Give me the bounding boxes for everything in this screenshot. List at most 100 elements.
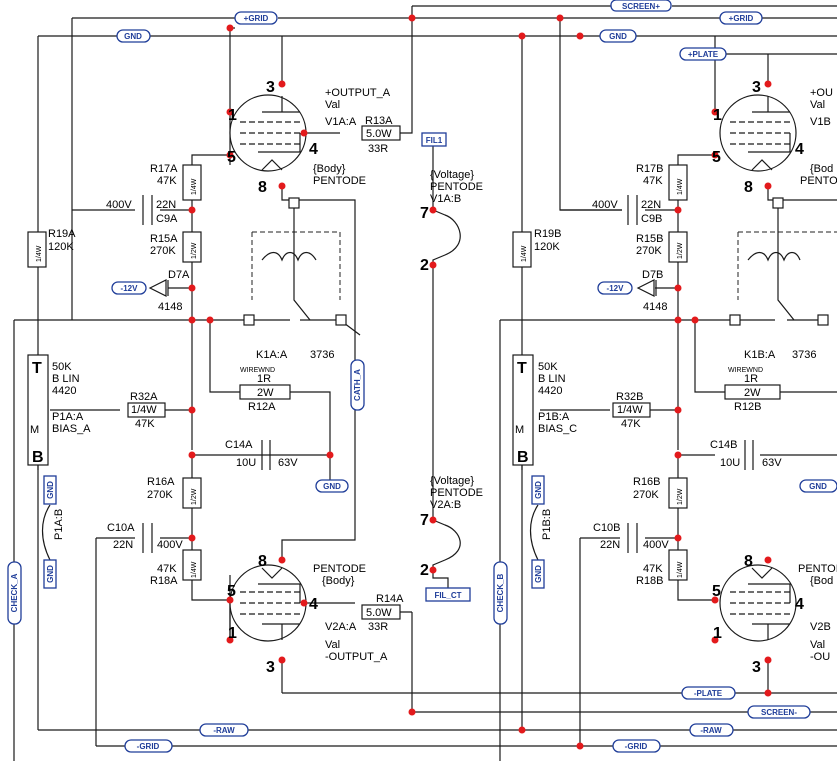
net-label: +OU — [810, 87, 833, 99]
heater-labels: {Voltage} PENTODE V1A:B 7 2 {Voltage} PE… — [420, 169, 483, 579]
pin-2: 2 — [420, 562, 429, 579]
r18-ref: R18A — [150, 575, 178, 587]
ref-label: V2A:B — [430, 499, 461, 511]
flag-text: GND — [534, 565, 543, 583]
k1-value: 3736 — [310, 349, 334, 361]
p1-taper: B LIN — [538, 373, 566, 385]
r12-body: 2W — [744, 387, 761, 399]
voltage-label: {Voltage} — [430, 475, 474, 487]
r19-ref: R19B — [534, 228, 562, 240]
p1-taper: B LIN — [52, 373, 80, 385]
c10-ref: C10B — [593, 522, 621, 534]
body-label: {Bod — [810, 163, 833, 175]
jumper-ref: P1A:B — [53, 509, 65, 540]
flag-text: -RAW — [700, 726, 722, 735]
d7-value: 4148 — [643, 301, 667, 313]
body-label: {Body} — [313, 163, 346, 175]
heater-wiring — [432, 145, 461, 590]
r15-value: 270K — [150, 245, 176, 257]
net-label: -OUTPUT_A — [325, 651, 388, 663]
flag-minus-raw-a: -RAW — [199, 723, 249, 737]
p1-net: BIAS_A — [52, 423, 91, 435]
r14-value: 33R — [368, 621, 388, 633]
flag-text: -12V — [121, 284, 139, 293]
d7-ref: D7A — [168, 269, 190, 281]
voltage-label: {Voltage} — [430, 169, 474, 181]
r17-body: 1/4W — [677, 178, 684, 195]
flag-text: FIL_CT — [434, 591, 461, 600]
flag-text: FIL1 — [426, 136, 443, 145]
c9-value: 22N — [641, 199, 661, 211]
d7-ref: D7B — [642, 269, 663, 281]
pin-heater: 8 — [744, 553, 753, 570]
flag-text: CATH_A — [353, 369, 362, 401]
pin-7: 7 — [420, 205, 429, 222]
flag-minus-grid-a: -GRID — [124, 739, 173, 753]
pin-grid2: 5 — [227, 149, 236, 166]
r15-ref: R15A — [150, 233, 178, 245]
r14-body: 5.0W — [366, 607, 392, 619]
pin-grid2: 5 — [712, 149, 721, 166]
pin-cathode: 4 — [309, 596, 318, 613]
r17-ref: R17A — [150, 163, 178, 175]
flag-plus-grid-b: +GRID — [719, 11, 763, 25]
r12-value: 1R — [257, 373, 271, 385]
flag-check-b: CHECK_B — [493, 561, 508, 625]
flag-text: CHECK_A — [10, 573, 19, 612]
tube-v2a-labels: 8 5 1 4 3 PENTODE {Body} V2A:A Val -OUTP… — [227, 553, 388, 676]
r12-ref: R12A — [248, 401, 276, 413]
flag-text: -PLATE — [694, 689, 723, 698]
net-label: +OUTPUT_A — [325, 87, 391, 99]
p1-part: 4420 — [538, 385, 562, 397]
flag-gnd-top-a: GND — [116, 29, 151, 43]
pin-grid2: 5 — [227, 583, 236, 600]
resistor-bodies — [27, 125, 781, 620]
flag-text: -RAW — [213, 726, 235, 735]
r32-ref: R32B — [616, 391, 644, 403]
c14-ref: C14B — [710, 439, 738, 451]
r16-value: 270K — [147, 489, 173, 501]
r32-body: 1/4W — [617, 404, 643, 416]
ref-label: V2B — [810, 621, 831, 633]
flag-text: SCREEN+ — [622, 2, 660, 11]
c10-voltage: 400V — [643, 539, 669, 551]
r12-ref: R12B — [734, 401, 762, 413]
flag-text: GND — [609, 32, 627, 41]
pin-cathode: 4 — [309, 141, 318, 158]
r15-ref: R15B — [636, 233, 664, 245]
r18-value: 47K — [157, 563, 177, 575]
body-label: {Bod — [810, 575, 833, 587]
p1-part: 4420 — [52, 385, 76, 397]
flag-gnd-mid-a: GND — [315, 479, 349, 493]
ref-label: V2A:A — [325, 621, 357, 633]
c9-voltage: 400V — [592, 199, 618, 211]
flag-text: +PLATE — [688, 50, 719, 59]
flag-gnd-jumper-b2: GND — [531, 559, 545, 589]
c10-value: 22N — [600, 539, 620, 551]
flag-text: -GRID — [625, 742, 648, 751]
pin-plate: 3 — [266, 659, 275, 676]
type-label: PENTODE — [313, 563, 366, 575]
tube-v1a — [229, 94, 307, 172]
r17-value: 47K — [643, 175, 663, 187]
value-label: Val — [325, 99, 340, 111]
ref-label: V1A:A — [325, 116, 357, 128]
pin-2: 2 — [420, 257, 429, 274]
c9-voltage: 400V — [106, 199, 132, 211]
tube-v1b-labels: 3 1 5 4 8 +OU Val V1B {Bod PENTO — [712, 79, 837, 196]
flag-plus-plate: +PLATE — [679, 47, 727, 61]
flag-minus-raw-b: -RAW — [689, 723, 734, 737]
type-label: PENTODE — [430, 181, 483, 193]
flag-text: GND — [46, 565, 55, 583]
body-label: {Body} — [322, 575, 355, 587]
r19-value: 120K — [534, 241, 560, 253]
value-label: Val — [325, 639, 340, 651]
r19-value: 120K — [48, 241, 74, 253]
c10-ref: C10A — [107, 522, 135, 534]
r12-body: 2W — [257, 387, 274, 399]
p1-pin-m: M — [30, 424, 39, 436]
flag-gnd-mid-b: GND — [799, 479, 837, 493]
bottom-rails — [13, 320, 837, 761]
r18-body: 1/4W — [191, 561, 198, 578]
